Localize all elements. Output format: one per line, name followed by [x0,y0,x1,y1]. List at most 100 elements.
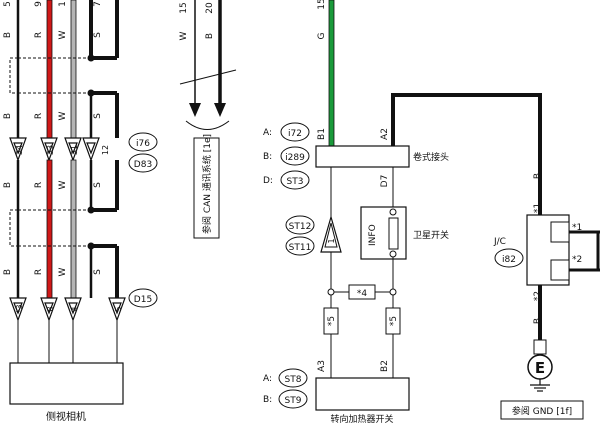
jc-label: J/C [493,237,506,247]
wire-code-mid: R [34,113,44,119]
wire-code-mid: S [93,113,103,119]
connector-oval [278,389,308,409]
wire-code-lower-a: W [58,180,68,189]
pin-b2: B2 [380,360,390,372]
connector-oval-d15 [128,288,158,308]
jc-pin-top: *1 [533,203,543,213]
connector-st9: ST9 [285,396,302,406]
wire-pin-g: 15 [317,0,327,10]
jc-wire-b-top: B [533,173,543,179]
pin-lower: 4 [70,306,79,311]
wire-w-2 [70,159,77,299]
wire-code-top: R [34,32,44,38]
wire-code-mid: B [3,113,13,119]
jc-pin-right-2: *2 [572,255,582,265]
can-brace [185,120,230,130]
fuse-side-box [323,307,339,335]
wire-code-top: W [58,30,68,39]
connector-st3: ST3 [287,177,304,187]
fuse-side-left: *5 [327,316,337,326]
spiral-label-a: A: [263,128,272,138]
switch-terminal [389,250,397,258]
pin-lower: 8 [46,306,55,311]
connector-oval [285,236,315,256]
connector-st11: ST11 [289,243,312,253]
wire-code-lower-a: S [93,182,103,188]
wire-pin-top: 5 [3,1,13,7]
can-code-w: W [179,31,189,40]
wire-code-lower-a: R [34,182,44,188]
connector-oval [280,170,310,190]
wire-code-lower-b: S [93,269,103,275]
spiral-label-d: D: [263,176,273,186]
pin-lower: *3 [15,304,24,313]
middle-labels: W B 15 20 [179,2,215,40]
heater-label-a: A: [263,374,272,384]
node [327,288,335,296]
diode-pin: 1 [327,238,336,243]
spiral-label-b: B: [263,152,272,162]
diode-inner [324,222,338,248]
lower-triangles [9,297,126,322]
connector-st8: ST8 [285,375,302,385]
connector-st12: ST12 [289,222,312,232]
wire-g [328,0,335,147]
spiral-cable-title: 卷式接头 [413,151,449,163]
can-code-b: B [205,33,215,39]
wire-code-lower-a: B [3,182,13,188]
connector-oval [278,368,308,388]
upper-triangles [9,137,100,162]
connector-d83: D83 [134,160,152,170]
pin-upper: 33 [46,145,55,155]
info-label: INFO [368,224,378,246]
wire-b-loop [391,93,542,215]
shield-dashed [9,57,18,94]
pin-upper: 34 [15,145,24,155]
connector-i72: i72 [288,129,302,139]
connector-oval-i76 [128,132,158,152]
connector-oval-d83 [128,153,158,173]
wire-code-g: G [317,32,327,39]
wire-code-lower-b: R [34,269,44,275]
gnd-lug [533,339,547,355]
can-ref-box [193,137,220,239]
gnd-ref: 参阅 GND [1f] [512,405,572,417]
heater-switch-title: 转向加热器开关 [330,413,393,425]
pin-b1: B1 [317,128,327,140]
wire-code-lower-b: B [3,269,13,275]
connector-i76: i76 [136,139,150,149]
switch-terminal [389,208,397,216]
pin-lower: 5 [114,306,123,311]
can-arrow-w [189,103,201,117]
fuse-mark-box [348,284,376,300]
wire-w-1 [70,0,77,139]
fuse-side-right: *5 [389,316,399,326]
connector-oval [285,215,315,235]
wire-code-top: S [93,32,103,38]
camera-label: 侧视相机 [46,410,86,423]
camera-leads [17,320,118,363]
pin-upper: 31 [70,145,79,155]
wire-code-lower-b: W [58,267,68,276]
gnd-ref-box [500,400,584,420]
fuse-mark: *4 [357,289,368,299]
connector-i289: i289 [285,153,305,163]
jc-pin-right-1: *1 [572,223,582,233]
wire-code-mid: W [58,111,68,120]
wire-pin-top: 9 [34,1,44,7]
satellite-switch-slot [388,217,399,250]
heater-label-b: B: [263,395,272,405]
wire-r-1 [46,0,53,139]
wire-pin-top: 7 [93,1,103,7]
pin-d7: D7 [380,175,390,188]
gnd-symbol: E [535,359,545,377]
camera-box [9,362,124,405]
can-pin-20: 20 [205,2,215,14]
shield-dashed [9,209,18,247]
spiral-cable-box [315,145,410,168]
can-pin-15: 15 [179,2,189,13]
pin-a3: A3 [317,360,327,372]
